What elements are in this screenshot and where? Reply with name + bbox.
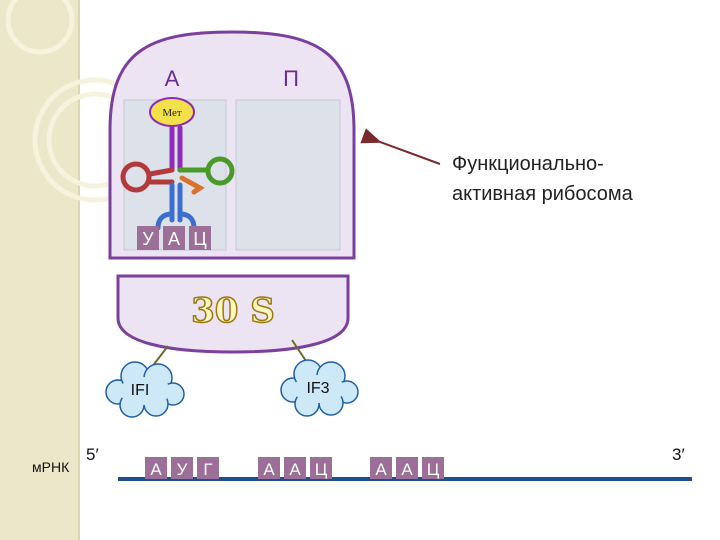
codon-3-letter-2: А (401, 460, 413, 479)
amino-acid-label: Мет (162, 107, 182, 119)
annotation-line-2: активная рибосома (452, 183, 634, 205)
codon-3-letter-3: Ц (427, 460, 440, 479)
codon-1-box-3 (197, 457, 219, 479)
three-prime-label: 3′ (672, 445, 685, 464)
if3-label: IF3 (306, 380, 329, 397)
codon-3-box-3 (422, 457, 444, 479)
if1-cloud-core (119, 377, 171, 405)
subunit-label: 30 S (191, 291, 275, 331)
codon-2-letter-1: А (263, 460, 275, 479)
codon-3-box-1 (370, 457, 392, 479)
ribosome-small-subunit (116, 274, 350, 354)
codon-1-box-1 (145, 457, 167, 479)
annotation-line-1: Функционально- (452, 153, 604, 175)
codon-1-letter-3: Г (203, 460, 212, 479)
codon-2-letter-2: А (289, 460, 301, 479)
methionine-icon (149, 97, 195, 127)
codon-1-box-2 (171, 457, 193, 479)
anticodon-box-1 (137, 226, 159, 250)
five-prime-label: 5′ (86, 445, 99, 464)
sideband-divider (78, 0, 80, 540)
codon-3-box-2 (396, 457, 418, 479)
anticodon-box-2 (163, 226, 185, 250)
codon-2-box-3 (310, 457, 332, 479)
site-p-label: П (283, 66, 299, 91)
codon-2-box-2 (284, 457, 306, 479)
anticodon-box-3 (189, 226, 211, 250)
if1-label: IFI (131, 382, 150, 399)
mrna-label: мРНК (32, 459, 70, 475)
site-a-label: А (165, 66, 180, 91)
anticodon-letter-3: Ц (193, 229, 206, 249)
codon-3-letter-1: А (375, 460, 387, 479)
codon-1-letter-2: У (177, 460, 188, 479)
if3-cloud-core (293, 375, 345, 403)
anticodon-letter-2: А (168, 229, 180, 249)
anticodon-letter-1: У (142, 229, 154, 249)
codon-2-box-1 (258, 457, 280, 479)
initiator-trna (120, 125, 235, 231)
site-p-pocket (235, 99, 341, 251)
codon-2-letter-3: Ц (315, 460, 328, 479)
codon-1-letter-1: А (150, 460, 162, 479)
annotation-arrow (360, 128, 441, 165)
